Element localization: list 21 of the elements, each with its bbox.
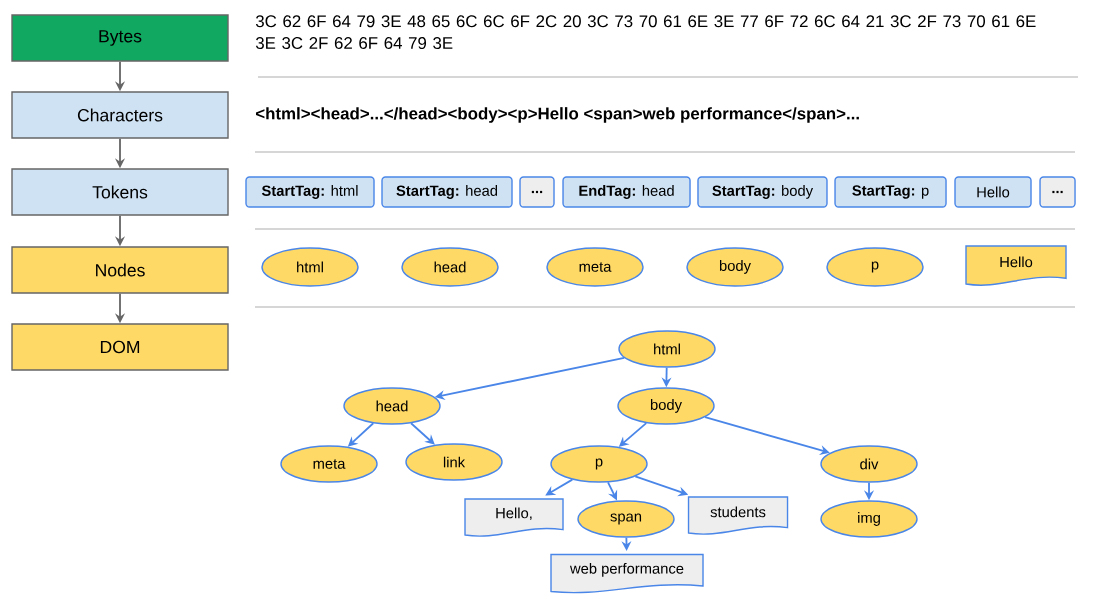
token-box: StartTag: body <box>697 176 828 208</box>
stage-box: DOM <box>11 323 229 371</box>
stage-box: Characters <box>11 91 229 139</box>
arrow <box>545 478 574 496</box>
text-node-document: Hello <box>965 245 1067 286</box>
stage-box: Nodes <box>11 246 229 294</box>
token-box: ... <box>519 176 555 208</box>
token-box: StartTag: head <box>381 176 513 208</box>
text-node-document: web performance <box>550 553 704 594</box>
stage-box: Bytes <box>11 14 229 62</box>
token-box: StartTag: html <box>245 176 375 208</box>
token-box: Hello <box>954 176 1032 208</box>
character-text: <html><head>...</head><body><p>Hello <span>web performance</span>... <box>256 107 859 123</box>
text-node-document: Hello, <box>464 498 564 537</box>
token-box: StartTag: p <box>834 176 947 208</box>
token-box: EndTag: head <box>562 176 691 208</box>
stage-box: Tokens <box>11 168 229 216</box>
hex-byte-text: 3C 62 6F 64 79 3E 48 65 6C 6C 6F 2C 20 3C 73 70 61 6E 3E 77 6F 72 6C 64 21 3C 2F 73 70 61 6E 3E 3C 2F 62 6F 64 79 3E <box>255 15 1036 49</box>
token-box: ... <box>1039 176 1076 208</box>
text-node-document: students <box>687 496 789 535</box>
arrow <box>410 422 435 445</box>
